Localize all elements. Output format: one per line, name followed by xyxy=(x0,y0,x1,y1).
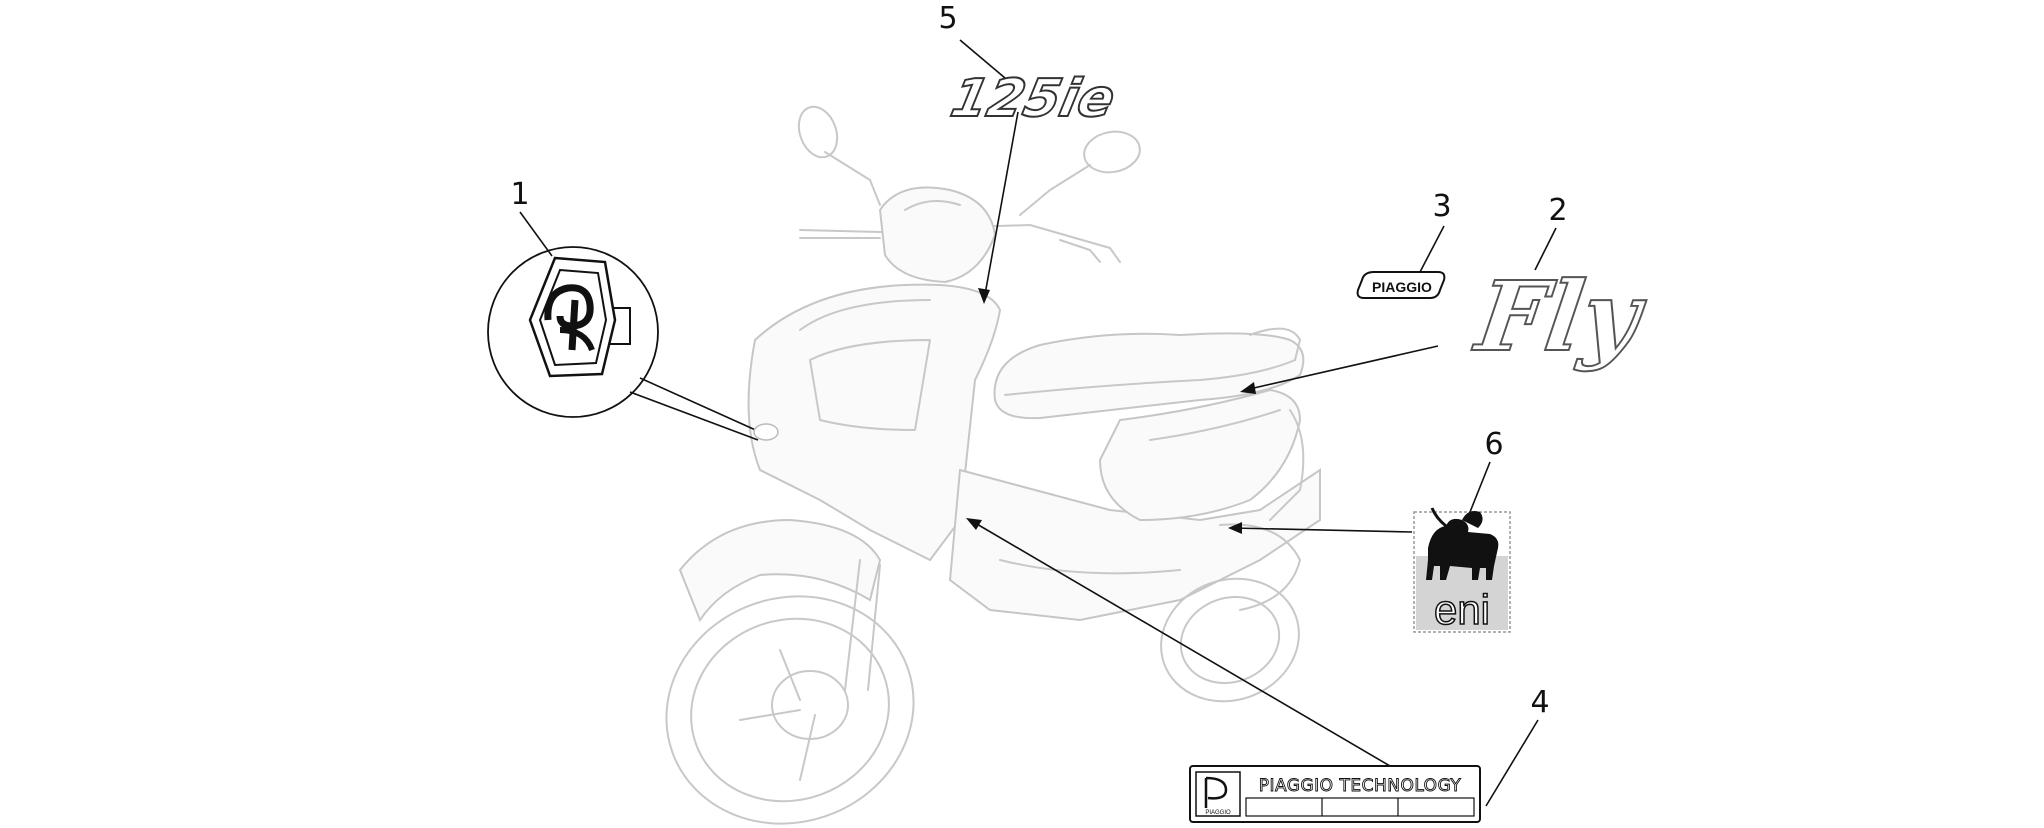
callout-4: 4 xyxy=(1530,685,1549,720)
part-1-piaggio-emblem xyxy=(487,246,779,441)
piaggio-p-icon xyxy=(1204,776,1228,808)
leader-line-6b xyxy=(1231,527,1413,533)
callout-2: 2 xyxy=(1548,193,1567,228)
leader-line-1 xyxy=(639,377,761,433)
brand-badge-text: PIAGGIO xyxy=(1372,279,1432,295)
leader-line-5b xyxy=(983,111,1019,301)
part-6-eni-logo: eni xyxy=(1228,461,1511,634)
eni-six-legged-dog-icon xyxy=(1426,507,1499,580)
leader-line-1b xyxy=(629,391,759,441)
model-badge-text: 125ie xyxy=(946,69,1120,129)
leader-line-5 xyxy=(959,39,1006,79)
leader-line-2 xyxy=(1534,227,1557,271)
piaggio-emblem-icon xyxy=(528,256,631,378)
part-4-technology-plate: PIAGGIO PIAGGIO TECHNOLOGY xyxy=(966,518,1539,823)
tech-plate-title: PIAGGIO TECHNOLOGY xyxy=(1259,776,1462,796)
callout-5: 5 xyxy=(938,1,957,36)
callout-3: 3 xyxy=(1432,189,1451,224)
callout-6: 6 xyxy=(1484,427,1503,462)
leader-line-3 xyxy=(1419,225,1445,273)
fly-logo-text: Fly xyxy=(1467,259,1652,372)
part-2-fly-logo: Fly xyxy=(1240,227,1654,394)
leader-line-6 xyxy=(1469,461,1491,513)
leader-line-2b xyxy=(1244,345,1439,391)
leader-line-4b xyxy=(969,519,1391,767)
part-5-model-badge: 125ie xyxy=(945,39,1121,304)
leader-line-4 xyxy=(1485,719,1539,807)
part-3-brand-badge: PIAGGIO xyxy=(1356,225,1446,299)
scooter-outline xyxy=(665,105,1321,825)
tech-plate-brand: PIAGGIO xyxy=(1205,810,1231,816)
eni-logo-text: eni xyxy=(1434,586,1490,633)
callout-1: 1 xyxy=(510,177,529,212)
